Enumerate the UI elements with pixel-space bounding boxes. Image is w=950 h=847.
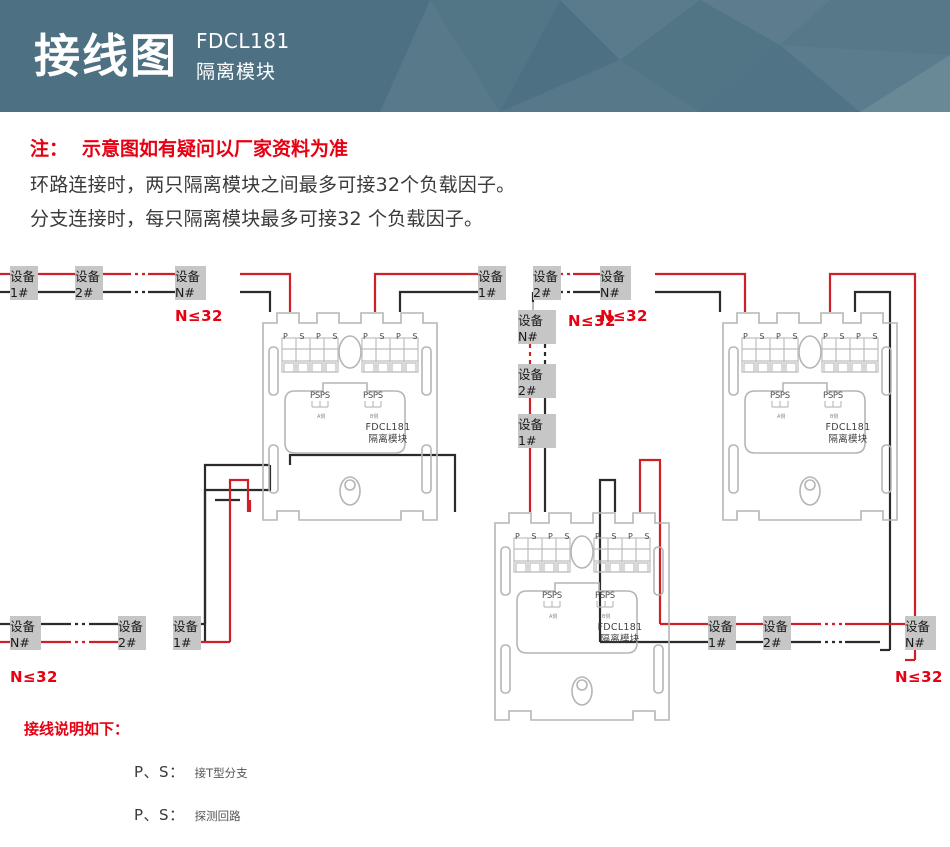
side-b-label-left: B侧 <box>370 414 379 420</box>
device-box[interactable]: 设备2# <box>533 266 561 300</box>
load-limit-label: N≤32 <box>600 307 648 325</box>
terminal-labels-left-b: P S P S <box>363 332 422 341</box>
device-box[interactable]: 设备N# <box>518 310 556 344</box>
note-warning: 注： 示意图如有疑问以厂家资料为准 <box>30 134 730 161</box>
ps-label-bottom-a: PSPS <box>542 591 562 601</box>
device-box[interactable]: 设备N# <box>905 616 936 650</box>
header-subtitle-group: FDCL181 隔离模块 <box>196 29 290 84</box>
wiring-diagram: P S P S P S P S PSPS PSPS A侧 B侧 FDCL181 … <box>0 250 950 770</box>
ps-label-left-a: PSPS <box>310 391 330 401</box>
note-line-1: 环路连接时，两只隔离模块之间最多可接32个负载因子。 <box>30 174 516 196</box>
side-a-label-left: A侧 <box>317 414 326 420</box>
ps-label-bottom-b: PSPS <box>595 591 615 601</box>
header-titles: 接线图 FDCL181 隔离模块 <box>34 0 290 112</box>
ps-label-right-a: PSPS <box>770 391 790 401</box>
legend-title: 接线说明如下： <box>24 720 130 738</box>
legend-row: P、S： 探测回路 <box>24 804 524 825</box>
side-a-label-right: A侧 <box>777 414 786 420</box>
side-a-label-bottom: A侧 <box>549 614 558 620</box>
side-b-label-bottom: B侧 <box>602 614 611 620</box>
device-box[interactable]: 设备2# <box>763 616 791 650</box>
header-polygon-pattern <box>380 0 950 112</box>
terminal-labels-bottom-b: P S P S <box>595 532 654 541</box>
device-box[interactable]: 设备N# <box>600 266 631 300</box>
module-top-left[interactable] <box>255 305 445 530</box>
legend-description: 接T型分支 <box>194 766 248 780</box>
load-limit-label: N≤32 <box>895 668 943 686</box>
load-limit-label: N≤32 <box>568 312 616 330</box>
note-warning-text: 示意图如有疑问以厂家资料为准 <box>82 138 349 160</box>
legend-row: P、S： 接T型分支 <box>24 761 524 782</box>
module-model: FDCL181 <box>825 422 871 433</box>
device-box[interactable]: 设备2# <box>518 364 556 398</box>
terminal-labels-left-a: P S P S <box>283 332 342 341</box>
device-box[interactable]: 设备1# <box>10 266 38 300</box>
legend-ps-label: P、S： <box>134 806 185 824</box>
device-box[interactable]: 设备1# <box>173 616 201 650</box>
module-top-right[interactable] <box>715 305 905 530</box>
module-model: FDCL181 <box>365 422 411 433</box>
module-bottom-center[interactable] <box>487 505 677 730</box>
device-box[interactable]: 设备2# <box>75 266 103 300</box>
legend-block: 接线说明如下： P、S： 接T型分支 P、S： 探测回路 <box>24 718 524 847</box>
page-title: 接线图 <box>34 29 178 83</box>
device-box[interactable]: 设备N# <box>175 266 206 300</box>
device-box[interactable]: 设备1# <box>708 616 736 650</box>
module-top-left-label: FDCL181 隔离模块 <box>350 422 426 446</box>
terminal-labels-bottom-a: P S P S <box>515 532 574 541</box>
device-box[interactable]: 设备1# <box>478 266 506 300</box>
load-limit-label: N≤32 <box>175 307 223 325</box>
notes-block: 注： 示意图如有疑问以厂家资料为准 环路连接时，两只隔离模块之间最多可接32个负载… <box>30 134 730 238</box>
module-model: FDCL181 <box>597 622 643 633</box>
side-b-label-right: B侧 <box>830 414 839 420</box>
page-header: 接线图 FDCL181 隔离模块 <box>0 0 950 112</box>
header-model: FDCL181 <box>196 28 290 53</box>
load-limit-label: N≤32 <box>10 668 58 686</box>
header-subtitle: 隔离模块 <box>196 60 277 83</box>
wiring-lines <box>0 272 917 662</box>
module-name: 隔离模块 <box>368 433 408 445</box>
module-top-right-label: FDCL181 隔离模块 <box>810 422 886 446</box>
module-name: 隔离模块 <box>600 633 640 645</box>
ps-label-right-b: PSPS <box>823 391 843 401</box>
module-name: 隔离模块 <box>828 433 868 445</box>
note-warning-label: 注： <box>30 138 69 160</box>
ps-label-left-b: PSPS <box>363 391 383 401</box>
terminal-labels-right-a: P S P S <box>743 332 802 341</box>
device-box[interactable]: 设备N# <box>10 616 41 650</box>
module-bottom-center-label: FDCL181 隔离模块 <box>582 622 658 646</box>
legend-description: 探测回路 <box>194 809 241 823</box>
note-line-2: 分支连接时，每只隔离模块最多可接32 个负载因子。 <box>30 208 484 230</box>
terminal-labels-right-b: P S P S <box>823 332 882 341</box>
device-box[interactable]: 设备2# <box>118 616 146 650</box>
legend-ps-label: P、S： <box>134 763 185 781</box>
device-box[interactable]: 设备1# <box>518 414 556 448</box>
